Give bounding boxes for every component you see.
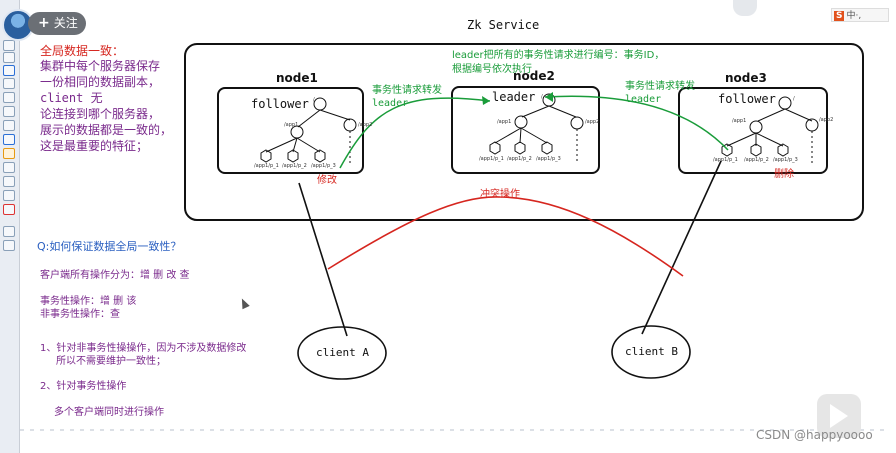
forward-label-left: 事务性请求转发 leader: [372, 84, 442, 110]
consistency-title: 全局数据一致：: [40, 44, 125, 58]
client-b-link: [641, 160, 722, 335]
leader-note-line1: leader把所有的事务性请求进行编号：事务ID，: [452, 50, 665, 61]
non-tx-text: 非事务性操作：查: [40, 309, 120, 320]
forward-label-right-line1: 事务性请求转发: [625, 81, 695, 92]
ops-text: 客户端所有操作分为：增 删 改 查: [40, 270, 190, 281]
link-tool-icon[interactable]: [3, 190, 15, 201]
note-line: 展示的数据都是一致的，: [40, 123, 173, 137]
table-tool-icon[interactable]: [3, 120, 15, 131]
note-line: 论连接到哪个服务器，: [40, 107, 161, 121]
conflict-curve: [327, 196, 684, 277]
tx-text: 事务性操作：增 删 该: [40, 296, 137, 307]
node3-root-label: /: [793, 96, 795, 102]
node1-leaf-1: /app1/p_1: [254, 163, 279, 169]
play-button[interactable]: [817, 394, 861, 438]
point1-line2: 所以不需要维护一致性；: [56, 356, 166, 367]
client-b-ellipse: [611, 325, 691, 379]
service-title: Zk Service: [467, 18, 540, 32]
node3-label: node3: [725, 71, 767, 85]
node3-box: [678, 87, 828, 174]
node3-app2-label: /app2: [819, 117, 834, 123]
close-icon[interactable]: [3, 204, 15, 215]
grid-tool-icon[interactable]: [3, 162, 15, 173]
forward-label-left-line2: leader: [372, 98, 409, 109]
node1-app1-label: /app1: [284, 122, 299, 128]
service-box: [184, 43, 864, 221]
select-tool-icon[interactable]: [3, 40, 15, 51]
node3-app1-label: /app1: [732, 118, 747, 124]
note-tool-icon[interactable]: [3, 148, 15, 159]
tool-palette: [0, 0, 20, 453]
forward-arrow-left: [339, 97, 491, 169]
ruler-tool-icon[interactable]: [3, 226, 15, 237]
play-icon: [830, 404, 848, 428]
crop-tool-icon[interactable]: [3, 78, 15, 89]
forward-arrow-right: [544, 95, 729, 151]
client-a-ellipse: [297, 326, 387, 380]
note-line: 一份相同的数据副本，: [40, 75, 161, 89]
client-a-link: [298, 182, 348, 337]
note-line: 这是最重要的特征；: [40, 139, 149, 153]
node1-leaf-2: /app1/p_2: [282, 163, 307, 169]
node2-leaf-3: /app1/p_3: [536, 156, 561, 162]
node2-app1-label: /app1: [497, 119, 512, 125]
forward-label-left-line1: 事务性请求转发: [372, 85, 442, 96]
point2-text: 2、针对事务性操作: [40, 381, 127, 392]
point1-line1: 1、针对非事务性操操作，因为不涉及数据修改: [40, 343, 247, 354]
node3-leaf-3: /app1/p_3: [773, 157, 798, 163]
delete-label: 删除: [774, 169, 794, 180]
node3-leaf-2: /app1/p_2: [744, 157, 769, 163]
forward-arrowhead-right: [545, 92, 553, 102]
forward-label-right-line2: leader: [625, 94, 662, 105]
node1-box: [217, 87, 364, 174]
node1-app2-label: /app2: [358, 122, 373, 128]
node3-role: follower: [718, 92, 776, 106]
node1-tree: [260, 97, 357, 165]
node2-box: [451, 86, 600, 174]
follow-button[interactable]: +关注: [28, 12, 86, 35]
note-line: 集群中每个服务器保存: [40, 59, 161, 73]
node3-leaf-1: /app1/p_1: [713, 157, 738, 163]
node1-label: node1: [276, 71, 318, 85]
node2-app2-label: /app2: [585, 119, 600, 125]
question-text: Q:如何保证数据全局一致性？: [37, 240, 182, 253]
node1-role: follower: [251, 97, 309, 111]
node1-leaf-3: /app1/p_3: [311, 163, 336, 169]
node3-tree: [721, 96, 819, 165]
follow-label: 关注: [53, 16, 78, 30]
shape-tool-icon[interactable]: [3, 52, 15, 63]
pen-tool-icon[interactable]: [3, 92, 15, 103]
node2-role: leader: [492, 90, 536, 104]
client-a-label: client A: [316, 346, 369, 359]
text-tool-icon[interactable]: [3, 106, 15, 117]
print-icon[interactable]: [3, 240, 15, 251]
forward-label-right: 事务性请求转发 leader: [625, 80, 695, 106]
node2-tree: [489, 93, 584, 163]
circle-tool-icon[interactable]: [3, 134, 15, 145]
leader-note: leader把所有的事务性请求进行编号：事务ID， 根据编号依次执行: [452, 49, 664, 77]
node1-root-label: /: [313, 97, 315, 103]
csdn-watermark: CSDN @happyoooo: [756, 428, 873, 442]
info-tool-icon[interactable]: [3, 65, 15, 76]
arrow-tool-icon[interactable]: [3, 176, 15, 187]
node2-label: node2: [513, 69, 555, 83]
consistency-note: 集群中每个服务器保存 一份相同的数据副本， client 无 论连接到哪个服务器…: [40, 58, 172, 154]
point3-text: 多个客户端同时进行操作: [54, 407, 164, 418]
ime-label: 中·,: [846, 11, 862, 21]
leader-note-line2: 根据编号依次执行: [452, 64, 532, 75]
modify-label: 修改: [317, 175, 337, 186]
client-b-label: client B: [625, 345, 678, 358]
node2-leaf-2: /app1/p_2: [507, 156, 532, 162]
node2-leaf-1: /app1/p_1: [479, 156, 504, 162]
note-line: client 无: [40, 91, 103, 105]
ime-logo-icon: S: [834, 11, 845, 21]
forward-arrowhead-left: [482, 96, 490, 105]
plus-icon: +: [38, 15, 50, 31]
top-toolbar-tab[interactable]: [733, 0, 757, 16]
conflict-label: 冲突操作: [480, 189, 520, 200]
node2-root-label: /: [541, 94, 543, 100]
